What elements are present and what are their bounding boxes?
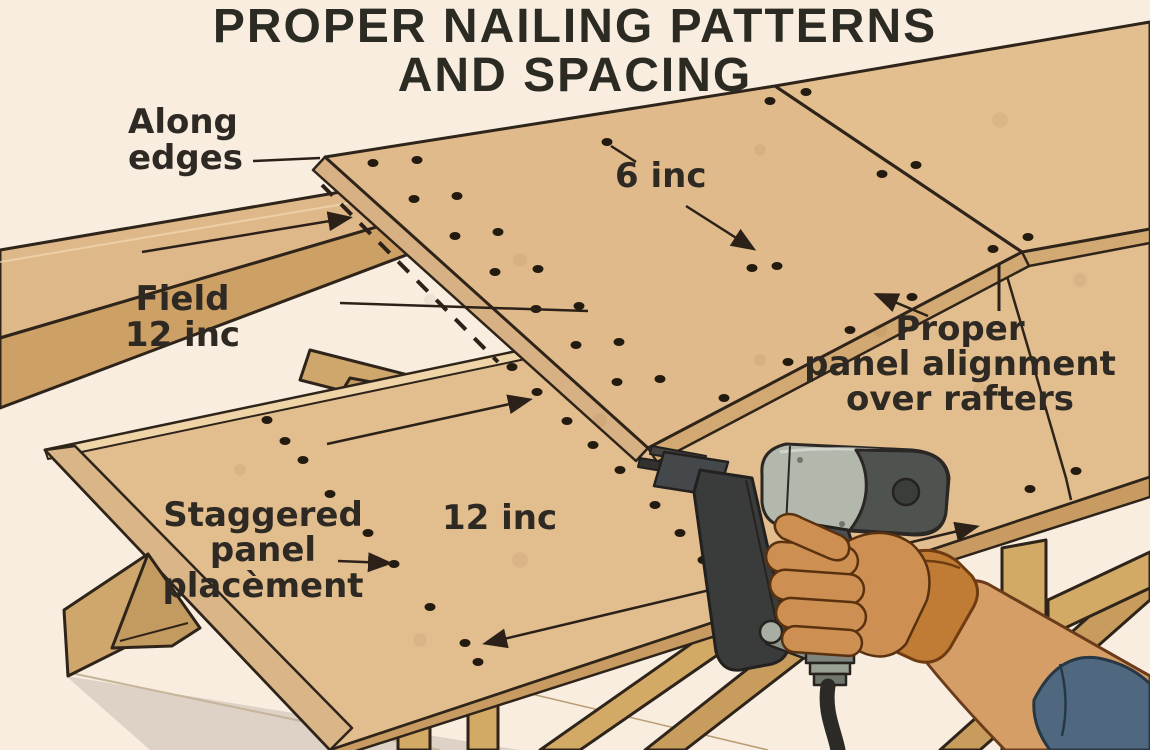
a-frame-support (62, 552, 202, 678)
label-12-inch: 12 inc (442, 498, 558, 538)
nail-dots (261, 88, 1082, 666)
label-along-edges: Along edges (128, 102, 244, 179)
edge-pointer-arrow (141, 211, 353, 254)
field-leader (339, 301, 589, 313)
label-field-12: Field 12 inc (124, 279, 241, 356)
gun-coupler-2 (808, 661, 852, 676)
hand-fingers (764, 540, 868, 658)
along-edges-leader (252, 156, 321, 163)
label-6-inch: 6 inc (615, 156, 707, 196)
alignment-arrow (873, 293, 929, 318)
tilted-panel-left-edge (43, 444, 354, 750)
label-panel-alignment: Proper panel alignment over rafters (804, 309, 1116, 420)
label-staggered-placement: Staggered panel placèment (162, 495, 364, 606)
placement-arrow (337, 552, 393, 573)
nail-gun-and-hand (637, 442, 1150, 750)
title-line-2: AND SPACING (397, 49, 753, 102)
title-line-1: PROPER NAILING PATTERNS (212, 0, 938, 53)
diagram-title: PROPER NAILING PATTERNS AND SPACING (0, 2, 1150, 100)
six-inch-leader (610, 144, 637, 164)
hand-thumb (773, 512, 851, 562)
gun-link-pivot (758, 619, 784, 645)
upper-sheet-left (311, 84, 1033, 464)
upper-sheet-right (773, 20, 1150, 268)
six-inch-arrow (685, 204, 757, 251)
lower-course-seam (1002, 265, 1073, 501)
twelve-inch-arrow (326, 394, 533, 446)
air-hose (819, 678, 846, 750)
panel-seam (774, 84, 1023, 254)
